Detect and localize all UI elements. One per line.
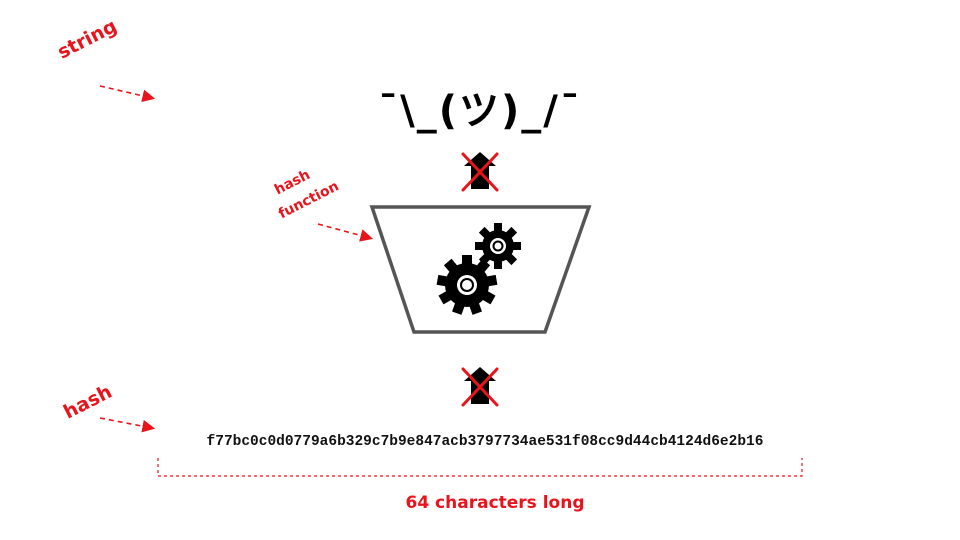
cross-icon bbox=[461, 367, 499, 407]
gear-icon-small bbox=[475, 223, 521, 269]
blocked-arrow-bottom bbox=[461, 367, 499, 407]
length-bracket bbox=[157, 458, 803, 477]
string-pointer-arrow bbox=[99, 85, 156, 103]
gear-icon-large bbox=[436, 255, 498, 315]
hash-function-pointer-arrow bbox=[317, 223, 374, 242]
hash-pointer-arrow bbox=[99, 417, 156, 433]
input-string: ¯\_(ツ)_/¯ bbox=[378, 88, 582, 134]
blocked-arrow-top bbox=[461, 152, 499, 192]
cross-icon bbox=[461, 152, 499, 192]
hash-value: f77bc0c0d0779a6b329c7b9e847acb3797734ae5… bbox=[206, 434, 764, 450]
length-label: 64 characters long bbox=[405, 493, 585, 513]
